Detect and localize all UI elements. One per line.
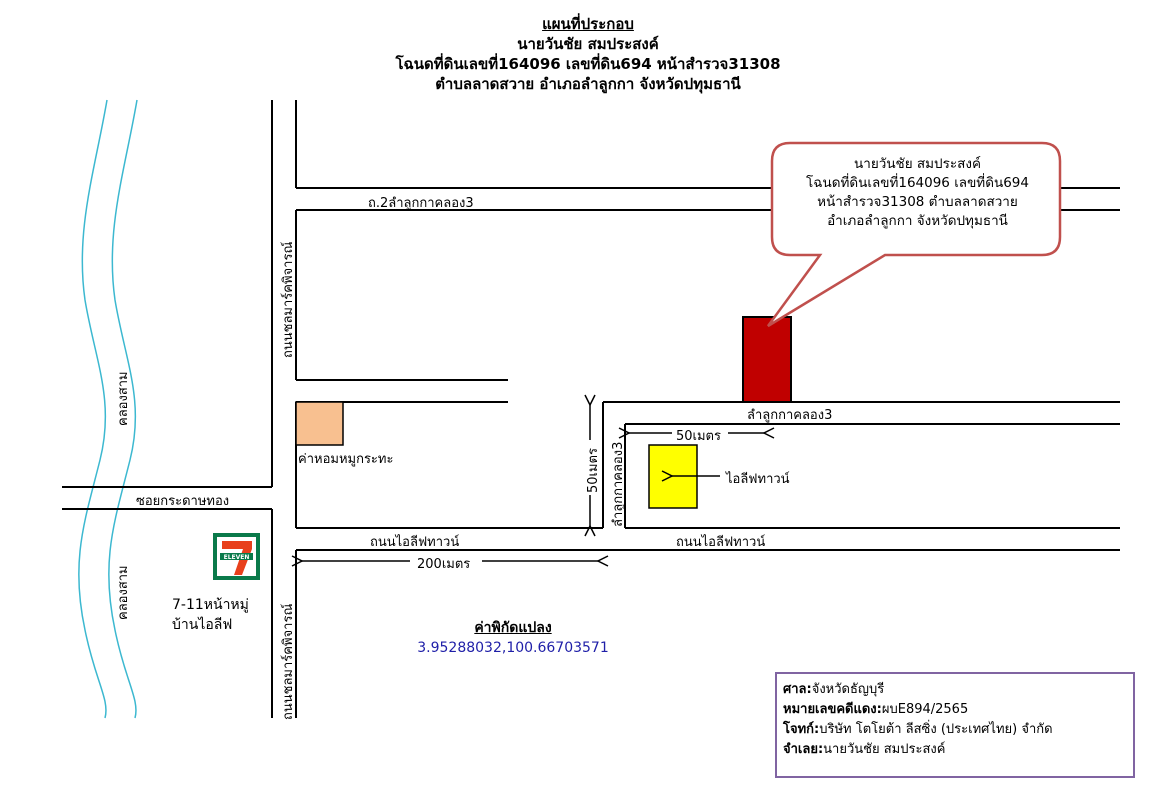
case-number: หมายเลขคดีแดง:ผบE894/2565 [783,702,969,717]
canal-label-upper: คลองสาม [116,371,131,426]
canal-label-lower: คลองสาม [116,565,131,620]
map-title: แผนที่ประกอบ นายวันชัย สมประสงค์ โฉนดที่… [0,14,1176,94]
restaurant-label: ค่าหอมหมูกระทะ [298,452,394,467]
seven-eleven-line: 7-11หน้าหมู่ [172,597,249,613]
road-klong3-vertical-label: ลำลูกกาคลอง3 [611,441,626,527]
callout-text: นายวันชัย สมประสงค์ โฉนดที่ดินเลขที่1640… [775,155,1060,231]
soi-label: ซอยกระดาษทอง [136,494,230,509]
dist-50-h-label: 50เมตร [676,429,721,444]
seven-eleven-line: บ้านไอลีฟ [172,617,233,633]
callout-bubble [766,141,1062,328]
callout-line: อำเภอลำลูกกา จังหวัดปทุมธานี [827,213,1008,229]
dist-200-label: 200เมตร [417,557,471,572]
coordinates-heading: ค่าพิกัดแปลง [474,620,552,636]
svg-text:ELEVEN: ELEVEN [224,554,250,561]
ilive-town-label: ไอลีฟทาวน์ [726,472,790,487]
road-ilive-left-label: ถนนไอลีฟทาวน์ [370,535,460,550]
coordinates-value: 3.95288032,100.66703571 [417,640,609,656]
seven-eleven-logo: ELEVEN [213,533,260,580]
title-location: ตำบลลาดสวาย อำเภอลำลูกกา จังหวัดปทุมธานี [435,75,741,93]
road-label-vertical-lower: ถนนชลมาร์คพิจารณ์ [281,603,296,720]
callout-line: นายวันชัย สมประสงค์ [854,156,981,172]
subject-plot [742,316,792,403]
coordinates-block: ค่าพิกัดแปลง 3.95288032,100.66703571 [400,618,626,658]
road-label-vertical-upper: ถนนชลมาร์คพิจารณ์ [281,241,296,358]
road-label-top: ถ.2ลำลูกกาคลอง3 [368,196,474,211]
title-deed: โฉนดที่ดินเลขที่164096 เลขที่ดิน694 หน้า… [395,55,781,73]
road-ilive-right-label: ถนนไอลีฟทาวน์ [676,535,766,550]
restaurant-box [295,401,344,446]
dist-50-v-label: 50เมตร [586,448,601,493]
callout-line: หน้าสำรวจ31308 ตำบลลาดสวาย [817,194,1018,210]
case-info-box: ศาล:จังหวัดธัญบุรี หมายเลขคดีแดง:ผบE894/… [775,672,1135,778]
title-heading: แผนที่ประกอบ [542,15,634,33]
case-plaintiff: โจทก์:บริษัท โตโยต้า ลีสซิ่ง (ประเทศไทย)… [783,722,1053,737]
callout-line: โฉนดที่ดินเลขที่164096 เลขที่ดิน694 [806,175,1029,191]
case-defendant: จำเลย:นายวันชัย สมประสงค์ [783,742,946,757]
road-klong3-label: ลำลูกกาคลอง3 [747,408,833,423]
seven-eleven-label: 7-11หน้าหมู่ บ้านไอลีฟ [172,595,249,635]
title-owner: นายวันชัย สมประสงค์ [517,35,659,53]
case-court: ศาล:จังหวัดธัญบุรี [783,682,885,697]
canal-line-right [108,99,138,719]
canal-line-left [78,99,108,719]
